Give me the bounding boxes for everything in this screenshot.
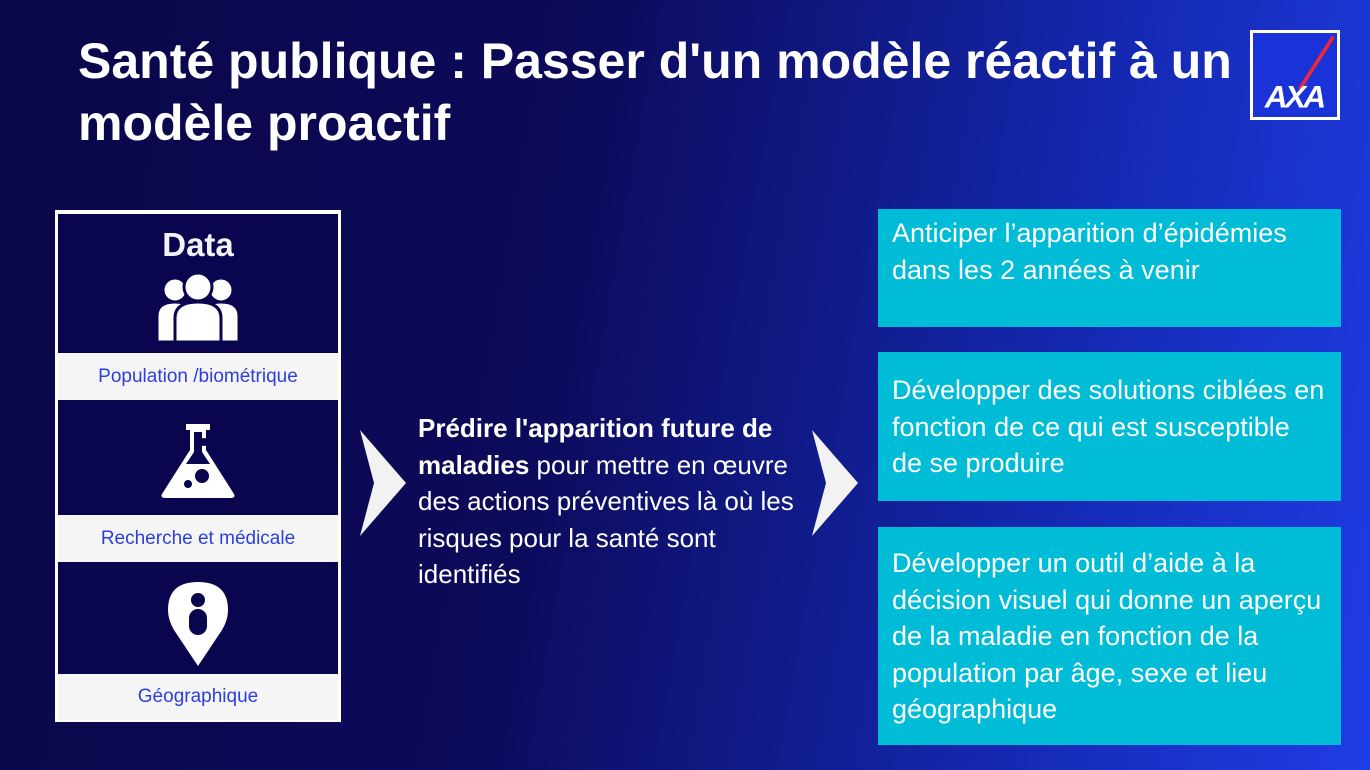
chevron-right-icon — [812, 430, 858, 536]
data-heading: Data — [162, 226, 234, 263]
goal-box-2: Développer des solutions ciblées en fonc… — [878, 352, 1341, 501]
map-pin-icon — [168, 582, 228, 666]
data-panel: Data Population /biométrique Recherche e… — [55, 210, 341, 722]
data-section-geo — [58, 562, 338, 674]
chevron-right-icon — [360, 430, 406, 536]
svg-text:AXA: AXA — [1264, 79, 1324, 115]
goal-box-3: Développer un outil d’aide à la décision… — [878, 527, 1341, 745]
flask-icon — [161, 424, 235, 498]
data-label-research: Recherche et médicale — [58, 515, 338, 562]
goal-box-1: Anticiper l’apparition d’épidémies dans … — [878, 209, 1341, 327]
data-label-population: Population /biométrique — [58, 353, 338, 400]
prediction-rest: pour mettre en œuvre des actions prévent… — [418, 449, 794, 590]
data-section-research — [58, 400, 338, 515]
prediction-bold: Prédire l'apparition future de maladies — [418, 413, 773, 480]
data-section-population: Data — [58, 214, 338, 353]
data-label-geo: Géographique — [58, 674, 338, 720]
people-group-icon — [155, 272, 241, 344]
prediction-text: Prédire l'apparition future de maladies … — [418, 410, 808, 593]
axa-logo: AXA — [1250, 30, 1340, 120]
slide-title: Santé publique : Passer d'un modèle réac… — [78, 33, 1232, 151]
